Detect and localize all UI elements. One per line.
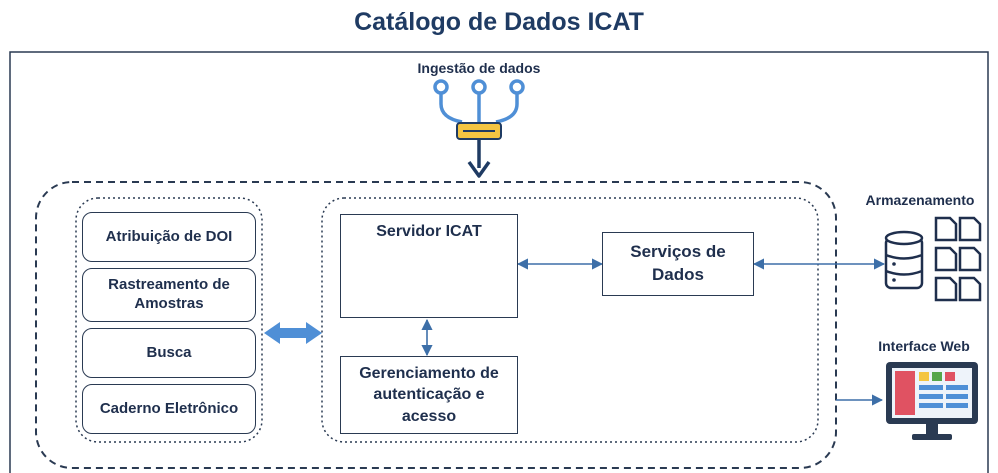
- diagram-title: Catálogo de Dados ICAT: [354, 8, 644, 36]
- panel-link-arrow: [264, 322, 322, 344]
- doi-assignment-box: Atribuição de DOI: [82, 212, 256, 262]
- electronic-notebook-box: Caderno Eletrônico: [82, 384, 256, 434]
- search-label: Busca: [146, 343, 192, 361]
- storage-label: Armazenamento: [865, 192, 975, 208]
- electronic-notebook-label: Caderno Eletrônico: [99, 399, 239, 417]
- sample-tracking-label: Rastreamento de Amostras: [108, 276, 230, 312]
- search-box: Busca: [82, 328, 256, 378]
- storage-database-icon: [884, 230, 924, 290]
- web-monitor-icon: [886, 362, 978, 440]
- auth-management-label: Gerenciamento de autenticação e acesso: [359, 364, 499, 425]
- sample-tracking-box: Rastreamento de Amostras: [82, 268, 256, 322]
- auth-management-box: Gerenciamento de autenticação e acesso: [340, 356, 518, 434]
- icat-server-label: Servidor ICAT: [376, 223, 482, 240]
- center-panel-border: [321, 197, 819, 443]
- ingestion-label: Ingestão de dados: [417, 60, 541, 76]
- left-panel-border: [75, 197, 263, 443]
- data-services-label: Serviços de Dados: [630, 242, 726, 284]
- icat-server-box: Servidor ICAT: [340, 214, 518, 318]
- document-files-icon: [934, 216, 982, 302]
- data-services-box: Serviços de Dados: [602, 232, 754, 296]
- ingestion-pipeline-icon: [433, 79, 525, 178]
- outer-frame: [9, 51, 989, 473]
- doi-assignment-label: Atribuição de DOI: [105, 227, 233, 245]
- web-interface-label: Interface Web: [878, 338, 970, 354]
- icat-boundary: [35, 181, 837, 469]
